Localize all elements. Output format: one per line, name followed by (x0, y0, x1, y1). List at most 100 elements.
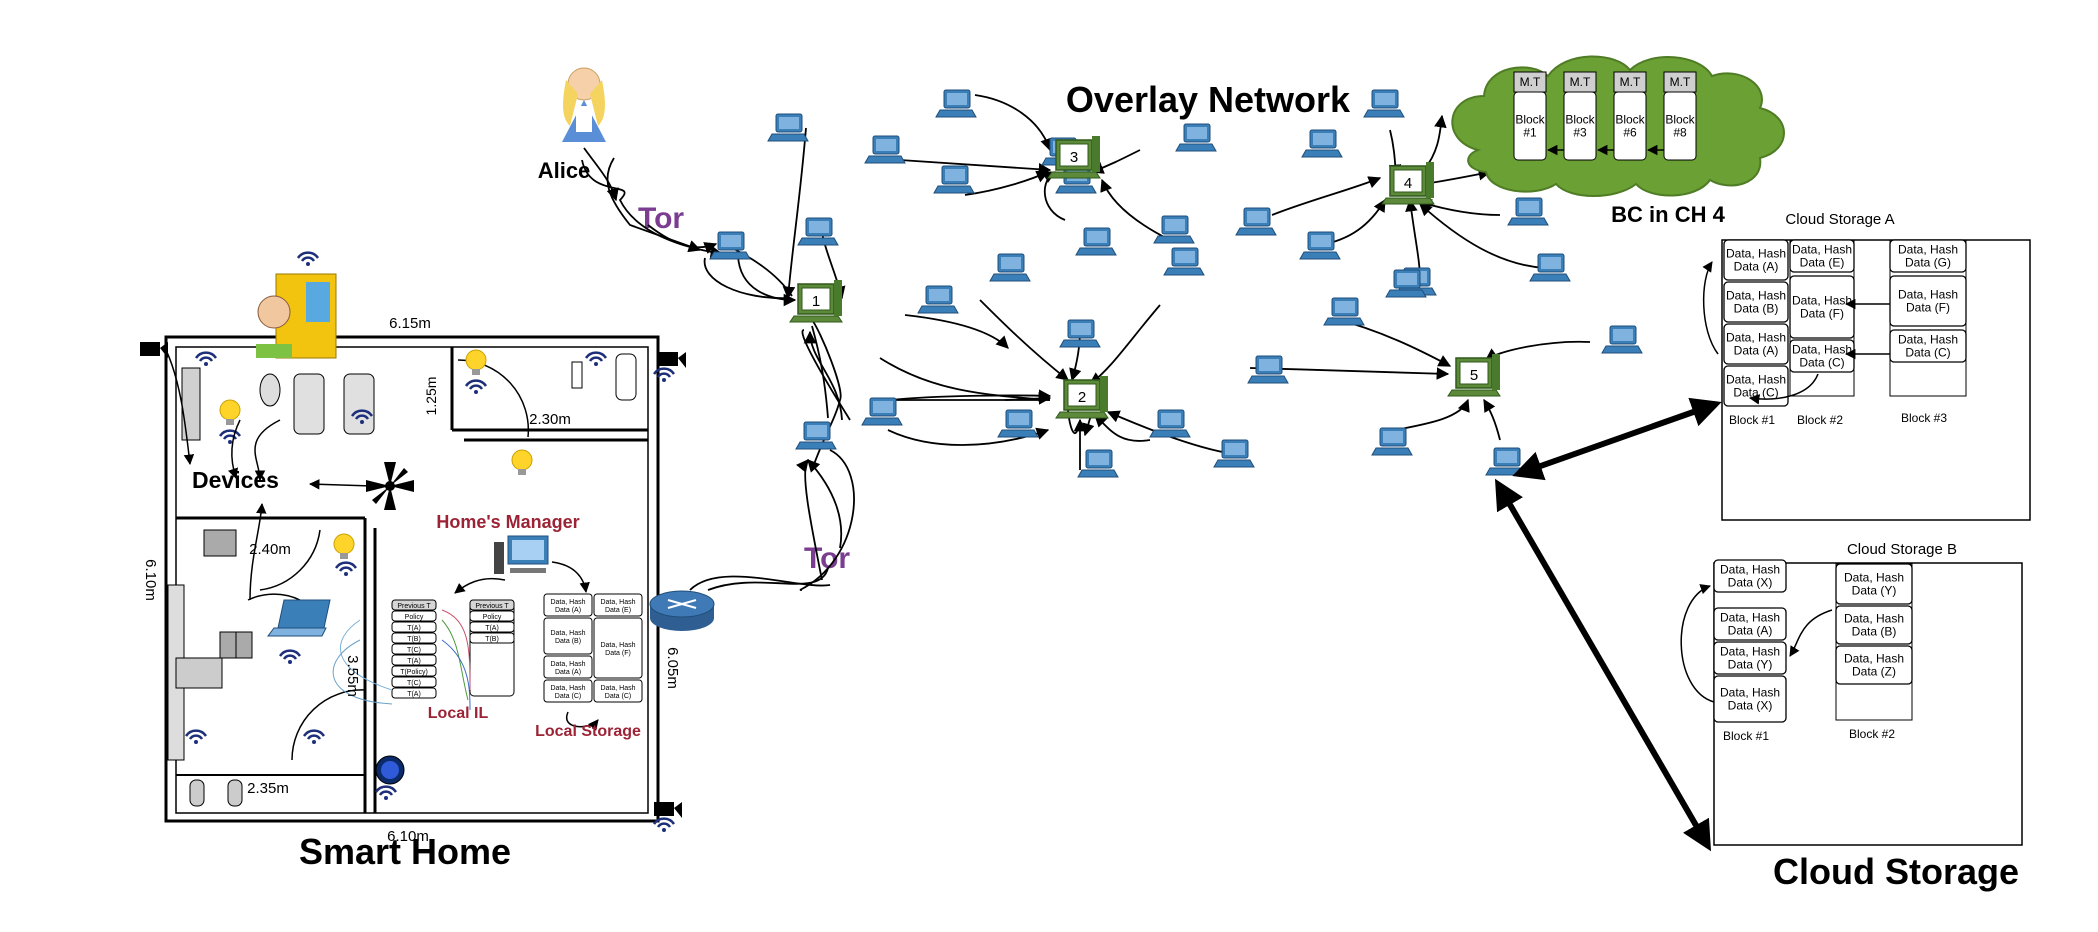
cluster-head-5: 5 (1447, 353, 1501, 397)
local-il-label: Local IL (428, 705, 489, 722)
dim-label: 1.25m (423, 377, 439, 416)
computer-icon (1149, 409, 1191, 438)
il-row-text: T(A) (407, 691, 421, 698)
overlay-network: Overlay Network (581, 79, 1643, 591)
laptop-icon (267, 599, 331, 637)
computer-icon (864, 135, 906, 164)
cloud-storage-a-title: Cloud Storage A (1785, 211, 1894, 228)
smart-home-title: Smart Home (299, 831, 511, 872)
il-row: T(A) (391, 654, 437, 666)
il-row: Policy (391, 610, 437, 622)
computer-icon (1075, 227, 1117, 256)
computer-icon (1077, 449, 1119, 478)
block-label: Block#8 (1665, 112, 1695, 139)
svg-text:Tor: Tor (638, 202, 684, 235)
il-row: T(C) (391, 676, 437, 688)
il-row: T(A) (391, 687, 437, 699)
mt-label: M.T (1670, 75, 1691, 89)
cluster-head-2: 2 (1055, 375, 1109, 419)
cluster-head-label: 3 (1070, 149, 1078, 166)
block-label: Block #1 (1723, 729, 1769, 743)
computer-icon (795, 421, 837, 450)
cluster-head-4: 4 (1381, 161, 1435, 205)
devices-label: Devices (192, 467, 279, 493)
cluster-head-label: 4 (1404, 175, 1412, 192)
cloud-storage-a-box (1721, 239, 2031, 521)
computer-icon (1059, 319, 1101, 348)
dim-label: 3.55m (344, 655, 361, 697)
computer-icon (1371, 427, 1413, 456)
fan-icon (366, 462, 414, 510)
computer-icon (935, 89, 977, 118)
alice: Alice (538, 67, 606, 183)
il-row: T(B) (469, 632, 515, 644)
alice-label: Alice (538, 158, 591, 183)
computer-icon (1363, 89, 1405, 118)
floorplan-outline (164, 335, 660, 823)
block-label: Block#1 (1515, 112, 1545, 139)
computer-icon (861, 397, 903, 426)
computer-icon (917, 285, 959, 314)
computer-icon (1301, 129, 1343, 158)
thermostat-icon (375, 755, 405, 785)
bc-title: BC in CH 4 (1611, 202, 1725, 227)
computer-icon (997, 409, 1039, 438)
user-door-icon (256, 273, 337, 359)
il-row: T(A) (469, 621, 515, 633)
computer-icon (933, 165, 975, 194)
computer-icon (1153, 215, 1195, 244)
dim-label: 6.05m (664, 647, 681, 689)
cluster-head-label: 5 (1470, 367, 1478, 384)
home-manager-label: Home's Manager (436, 512, 579, 532)
il-row-text: Previous T (397, 603, 431, 610)
computer-icon (1385, 269, 1427, 298)
il-row-text: T(C) (407, 680, 421, 687)
il-row-text: Previous T (475, 603, 509, 610)
computer-icon (1299, 231, 1341, 260)
block-label: Block#6 (1615, 112, 1645, 139)
il-row-text: T(C) (407, 647, 421, 654)
dim-label: 6.10m (387, 828, 429, 845)
overlay-network-title: Overlay Network (1066, 79, 1351, 120)
dim-label: 6.10m (142, 559, 159, 601)
computer-icon (1247, 355, 1289, 384)
dim-label: 6.15m (389, 315, 431, 332)
dim-label: 2.30m (529, 411, 571, 428)
dim-label: 2.40m (249, 541, 291, 558)
cluster-head-3: 3 (1047, 135, 1101, 179)
computer-icon (709, 231, 751, 260)
il-row: Previous T (469, 599, 515, 611)
cluster-head-label: 2 (1078, 389, 1086, 406)
cluster-head-1: 1 (789, 279, 843, 323)
